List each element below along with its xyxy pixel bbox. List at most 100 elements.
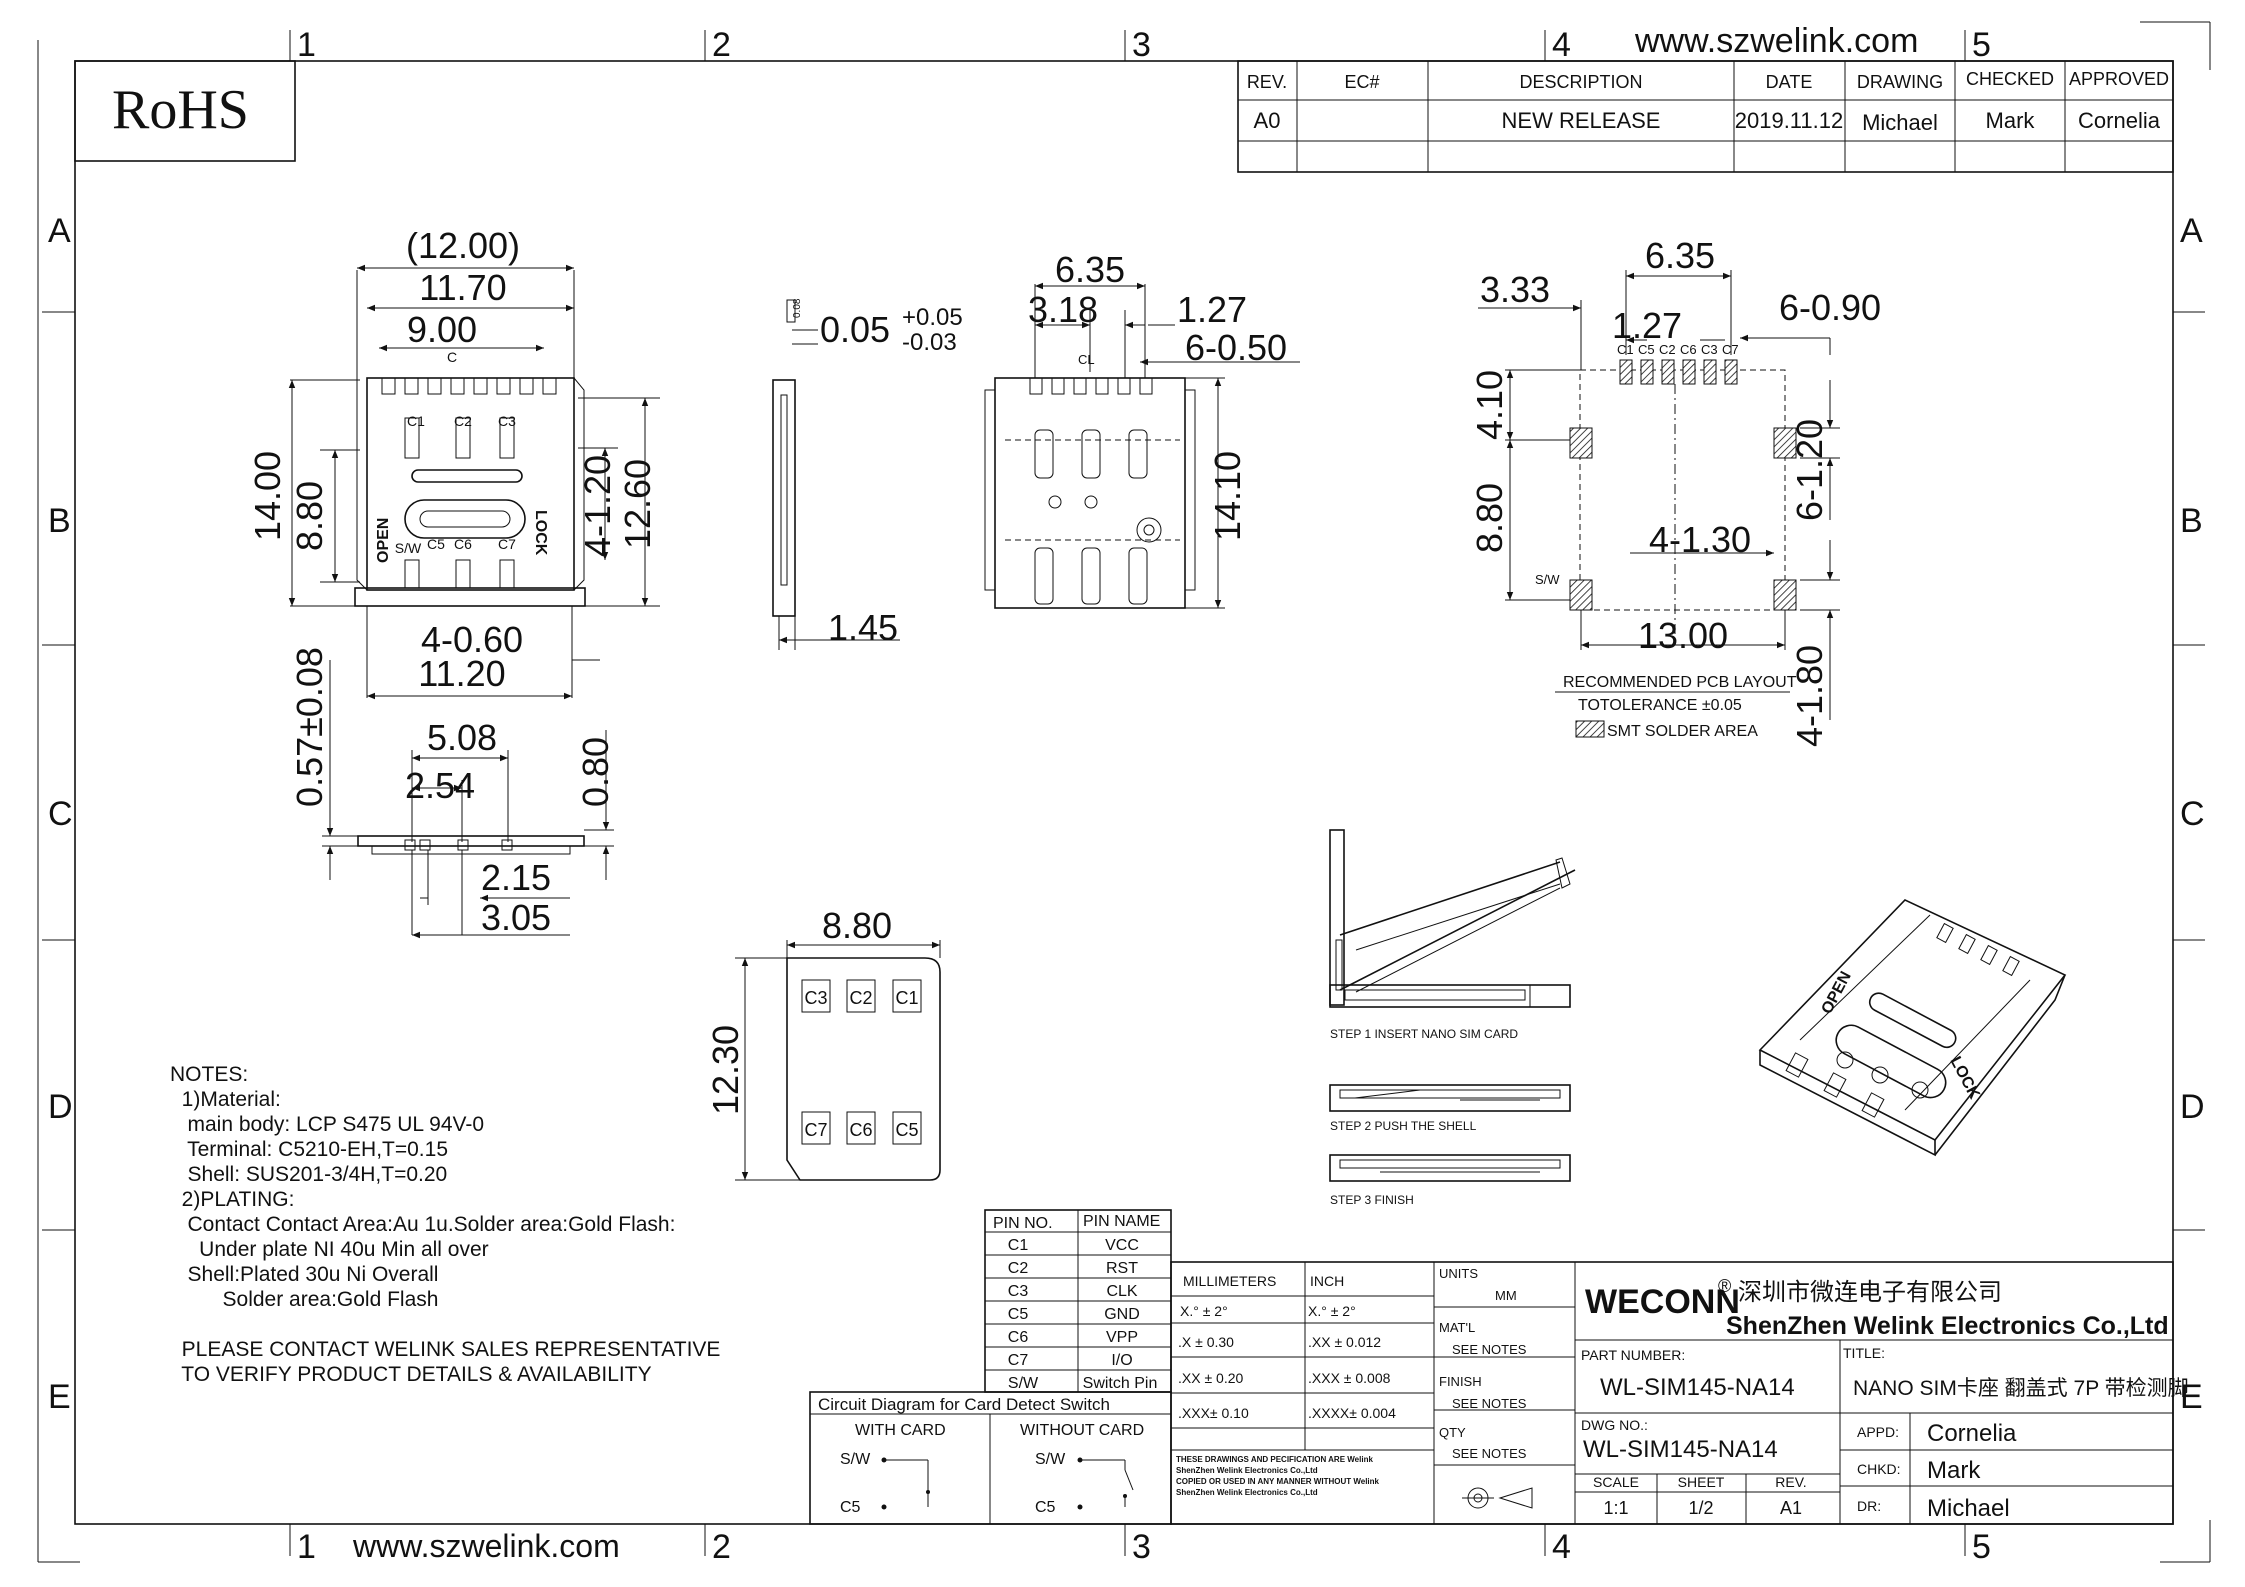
note-line-6: 2)PLATING:	[170, 1188, 295, 1211]
pin-table: PIN NO. PIN NAME C1 VCC C2 RST C3 CLK C5…	[984, 1209, 1172, 1393]
pcb-sw-label: S/W	[1535, 572, 1560, 587]
pin-row-6-no: C7	[1008, 1352, 1029, 1369]
rev-value: A1	[1780, 1498, 1802, 1518]
top-marking-lock: LOCK	[532, 510, 549, 556]
card-contact-c6: C6	[849, 1120, 872, 1140]
dwg-no-label: DWG NO.:	[1581, 1417, 1648, 1433]
card-contacts-top	[801, 979, 922, 1013]
dim-6-35-pcb: 6.35	[1645, 235, 1715, 276]
zone-right-d: D	[2180, 1088, 2205, 1126]
note-line-7: Contact Contact Area:Au 1u.Solder area:G…	[170, 1213, 676, 1236]
note-line-9: Shell:Plated 30u Ni Overall	[170, 1263, 439, 1286]
title-block: WECONN ® 深圳市微连电子有限公司 ShenZhen Welink Ele…	[1581, 1276, 2189, 1522]
sheet-value: 1/2	[1688, 1498, 1713, 1518]
pcb-layout: C1 C5 C2 C6 C3 C7 S/W	[1469, 235, 1881, 747]
top-marking-c6: C6	[454, 536, 472, 552]
rev-header-checked: CHECKED	[1966, 69, 2054, 89]
rev-label: REV.	[1775, 1474, 1806, 1490]
iso-marking-lock: LOCK	[1946, 1054, 1982, 1102]
circuit-title: Circuit Diagram for Card Detect Switch	[818, 1395, 1110, 1414]
spec-matl-label: MAT'L	[1439, 1320, 1475, 1335]
dim-11-20: 11.20	[418, 653, 505, 694]
pin-row-7-name: Switch Pin	[1083, 1375, 1158, 1392]
circuit-with-sw: S/W	[840, 1451, 871, 1468]
bottom-centerline-label: CL	[1078, 352, 1095, 367]
website-top[interactable]: www.szwelink.com	[1634, 22, 1918, 60]
bottom-view: 6.35 3.18 1.27 6-0.50 14.10 CL	[984, 249, 1300, 609]
pcb-pin-c3: C3	[1701, 342, 1718, 357]
title-label: TITLE:	[1843, 1345, 1885, 1361]
tol-mm-0: X.° ± 2°	[1180, 1303, 1228, 1319]
pcb-pin-c7: C7	[1722, 342, 1739, 357]
pin-row-1-no: C1	[1008, 1237, 1029, 1254]
zone-top-5: 5	[1972, 26, 1991, 64]
dim-2-54: 2.54	[405, 765, 475, 806]
part-number-label: PART NUMBER:	[1581, 1347, 1685, 1363]
company-name-en: ShenZhen Welink Electronics Co.,Ltd	[1726, 1312, 2169, 1340]
dim-0-57: 0.57±0.08	[289, 647, 330, 807]
top-view-contacts-top	[381, 377, 557, 459]
dim-4-1-80: 4-1.80	[1789, 645, 1830, 747]
projection-symbol-icon	[1462, 1487, 1533, 1509]
zone-left-d: D	[48, 1088, 73, 1126]
side-small-label: 0.08	[792, 298, 803, 318]
dim-9-00: 9.00	[407, 309, 477, 350]
note-line-8: Under plate NI 40u Min all over	[170, 1238, 489, 1261]
dim-1-27-pcb: 1.27	[1612, 305, 1682, 346]
spec-block: UNITS MM MAT'L SEE NOTES FINISH SEE NOTE…	[1439, 1266, 1527, 1461]
dim-card-12-30: 12.30	[705, 1025, 746, 1115]
chkd-label: CHKD:	[1857, 1461, 1901, 1477]
website-bottom[interactable]: www.szwelink.com	[352, 1528, 620, 1564]
card-contact-c5: C5	[895, 1120, 918, 1140]
tol-mm-3: .XXX± 0.10	[1178, 1405, 1249, 1421]
top-marking-c5: C5	[427, 536, 445, 552]
step-3-drawing	[1329, 1154, 1571, 1182]
spec-matl-value: SEE NOTES	[1452, 1342, 1527, 1357]
pin-row-4-no: C5	[1008, 1306, 1029, 1323]
rev-cell-checked: Mark	[1986, 108, 2036, 133]
step-1-drawing	[1329, 829, 1576, 1008]
zone-right-b: B	[2180, 502, 2203, 540]
disclaimer-line-3: COPIED OR USED IN ANY MANNER WITHOUT Wel…	[1176, 1477, 1380, 1486]
front-view: 0.57±0.08 0.80 5.08 2.54 2.15 3.05	[289, 647, 616, 939]
spec-units-value: MM	[1495, 1288, 1517, 1303]
top-marking-c7: C7	[498, 536, 516, 552]
zone-right-e: E	[2180, 1378, 2203, 1416]
rev-header-date: DATE	[1766, 72, 1813, 92]
switch-open	[1077, 1457, 1134, 1510]
top-marking-c2: C2	[454, 413, 472, 429]
company-logo: WECONN	[1585, 1283, 1740, 1321]
dim-2-15: 2.15	[481, 857, 551, 898]
dim-8-80: 8.80	[289, 481, 330, 551]
pcb-pin-c1: C1	[1617, 342, 1634, 357]
card-contacts-bottom	[801, 1111, 922, 1145]
pin-row-5-no: C6	[1008, 1329, 1029, 1346]
bottom-view-dimensions	[1034, 282, 1300, 609]
pcb-pin-c6: C6	[1680, 342, 1697, 357]
top-marking-c1: C1	[407, 413, 425, 429]
zone-top-2: 2	[712, 26, 731, 64]
tol-mm-1: .X ± 0.30	[1178, 1334, 1234, 1350]
dim-1-45: 1.45	[828, 607, 898, 648]
pin-row-6-name: I/O	[1111, 1352, 1132, 1369]
assembly-steps: STEP 1 INSERT NANO SIM CARD STEP 2 PUSH …	[1329, 829, 1576, 1207]
tol-mm-2: .XX ± 0.20	[1178, 1370, 1243, 1386]
rev-cell-description: NEW RELEASE	[1502, 108, 1661, 133]
dim-0-05: 0.05	[820, 309, 890, 350]
scale-value: 1:1	[1603, 1498, 1628, 1518]
top-marking-sw: S/W	[395, 540, 422, 556]
pin-row-2-no: C2	[1008, 1260, 1029, 1277]
zone-top-4: 4	[1552, 26, 1571, 64]
note-line-10: Solder area:Gold Flash	[170, 1288, 439, 1311]
step-3-label: STEP 3 FINISH	[1330, 1193, 1414, 1207]
disclaimer-line-4: ShenZhen Welink Electronics Co.,Ltd	[1176, 1488, 1318, 1497]
rev-cell-rev: A0	[1254, 108, 1281, 133]
dim-4-10: 4.10	[1469, 370, 1510, 440]
disclaimer-line-2: ShenZhen Welink Electronics Co.,Ltd	[1176, 1466, 1318, 1475]
circuit-with-card: WITH CARD	[855, 1422, 946, 1439]
registered-mark: ®	[1718, 1276, 1731, 1296]
scale-label: SCALE	[1593, 1474, 1639, 1490]
spec-qty-value: SEE NOTES	[1452, 1446, 1527, 1461]
dim-13-00: 13.00	[1638, 615, 1728, 656]
zone-top-3: 3	[1132, 26, 1151, 64]
